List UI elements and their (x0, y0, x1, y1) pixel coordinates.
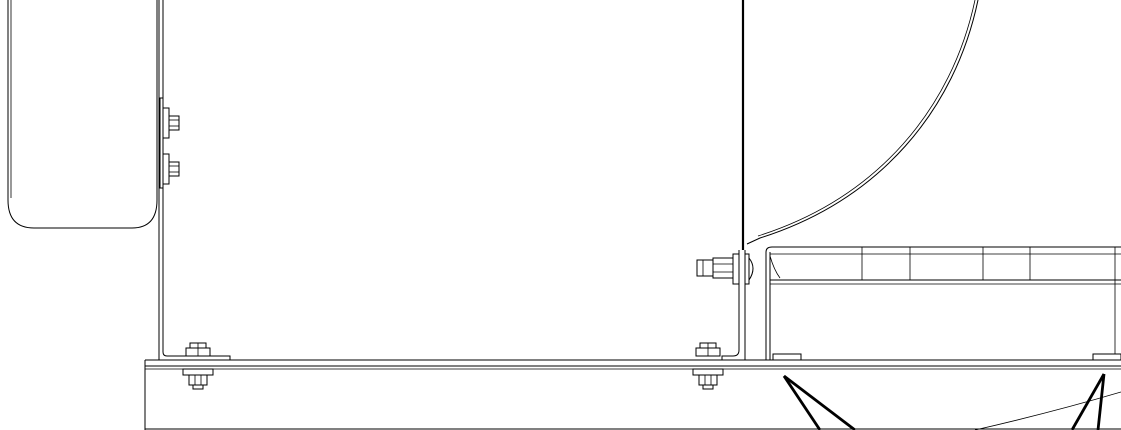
callout-arrow-right (974, 373, 1121, 430)
base-plate (144, 359, 1121, 430)
mounting-bolt-horizontal (696, 253, 754, 285)
bracket-bolt-upper (162, 107, 180, 139)
curved-housing (746, 0, 979, 245)
left-bracket (158, 0, 231, 361)
left-enclosure (7, 0, 158, 229)
base-bolt-left (182, 342, 214, 390)
callout-arrow-left (782, 374, 856, 430)
bracket-bolt-lower (162, 153, 180, 185)
base-bolt-right (692, 342, 724, 390)
right-tray (765, 246, 1121, 361)
right-bracket (721, 250, 746, 361)
